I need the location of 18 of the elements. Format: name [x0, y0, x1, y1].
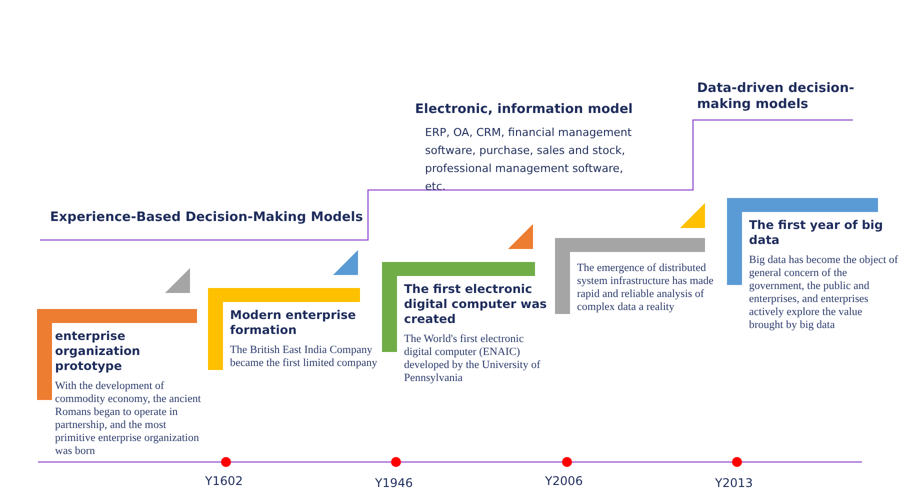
year-label: Y2013 — [715, 476, 754, 490]
card-description: The World's first electronic digital computer (ENAIC) developed by the University of Pennsylvania — [404, 333, 542, 385]
card-heading: The first year of big data — [749, 218, 884, 248]
card-heading: enterprise organization prototype — [55, 329, 142, 374]
year-label: Y1946 — [375, 476, 414, 490]
card-description: The emergence of distributed system infrastructure has made rapid and reliable analysis of complex data a reality — [577, 262, 715, 314]
stage-description: ERP, OA, CRM, financial management software, purchase, sales and stock, professional management software, etc. — [425, 125, 633, 195]
card-description: Big data has become the object of general concern of the government, the public and enterprises, and enterprises actively explore the value brought by big data — [749, 254, 899, 332]
card-description: The British East India Company became the first limited company — [230, 344, 378, 370]
stage-heading: Data-driven decision-making models — [697, 81, 856, 113]
year-label: Y1602 — [205, 474, 244, 488]
stage-heading: Experience-Based Decision-Making Models — [50, 210, 363, 226]
card-heading: Modern enterprise formation — [230, 308, 357, 338]
card-heading: The first electronic digital computer was created — [404, 282, 548, 327]
year-label: Y2006 — [545, 474, 584, 488]
timeline-card — [208, 288, 380, 370]
card-description: With the development of commodity economy, the ancient Romans began to operate in partnership, and the most primitive enterprise organization was born — [55, 380, 202, 458]
stage-heading: Electronic, information model — [415, 102, 633, 118]
